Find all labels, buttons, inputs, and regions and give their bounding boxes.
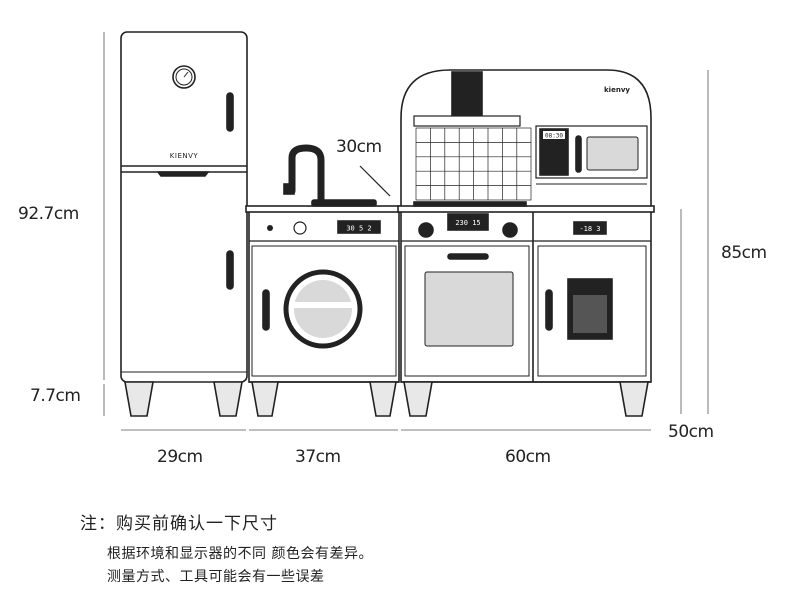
note-line-1: 根据环境和显示器的不同 颜色会有差异。 (107, 546, 373, 562)
depth-label: 50cm (668, 422, 714, 442)
leg-height-label: 7.7cm (30, 386, 81, 406)
washer-unit (245, 144, 403, 417)
washer-drum (283, 269, 363, 349)
faucet-icon (288, 144, 325, 204)
hood-logo: kienvy (604, 86, 630, 94)
total-height-label: 92.7cm (18, 204, 79, 224)
stove-display: 230 15 (455, 219, 480, 227)
dimension-lines (103, 32, 709, 431)
stove-width-label: 60cm (505, 447, 551, 467)
counter-height-label: 85cm (721, 243, 767, 263)
note-line-2: 测量方式、工具可能会有一些误差 (107, 569, 325, 585)
sink-height-label: 30cm (336, 137, 382, 157)
backsplash-tiles (415, 127, 532, 201)
dishwasher-display: -18 3 (579, 225, 600, 233)
fridge-width-label: 29cm (157, 447, 203, 467)
fridge (120, 31, 248, 417)
stove-unit (397, 69, 655, 417)
thermometer-icon (172, 65, 196, 89)
washer-display: 30 5 2 (346, 225, 371, 233)
microwave-display: 08:30 (545, 133, 563, 140)
note-title: 注：购买前确认一下尺寸 (80, 514, 278, 534)
fridge-logo: KIENVY (170, 152, 199, 160)
washer-width-label: 37cm (295, 447, 341, 467)
